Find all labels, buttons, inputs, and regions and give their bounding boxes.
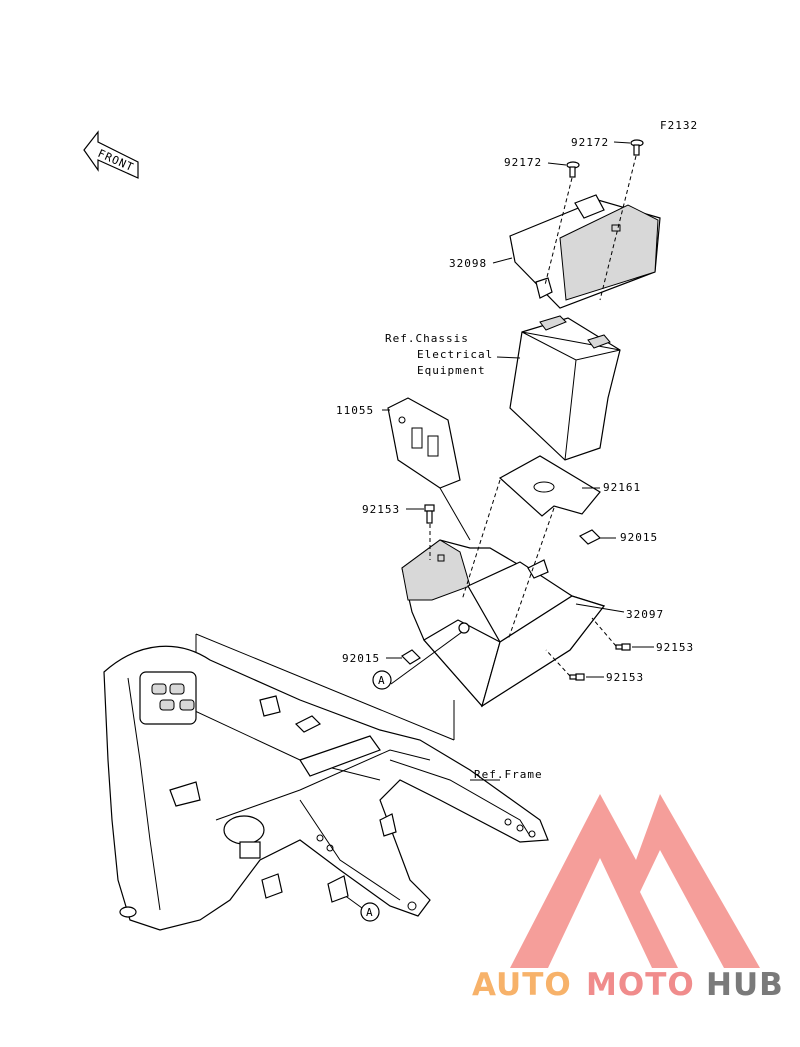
dash-92153c xyxy=(545,649,571,677)
label-32097: 32097 xyxy=(626,608,664,621)
bolt-92153-top xyxy=(424,504,435,524)
leader-92172a xyxy=(613,141,631,144)
logo-triangle-icon xyxy=(510,794,760,968)
label-92015b: 92015 xyxy=(342,652,380,665)
label-ref-chassis-1: Ref.Chassis xyxy=(385,332,469,345)
label-32098: 32098 xyxy=(449,257,487,270)
label-ref-chassis-2: Electrical xyxy=(417,348,493,361)
dash-92172b xyxy=(544,177,573,286)
label-92153a: 92153 xyxy=(362,503,400,516)
dash-battery-case-2 xyxy=(507,507,555,641)
label-92015a: 92015 xyxy=(620,531,658,544)
label-ref-frame: Ref.Frame xyxy=(474,768,543,781)
rubber-pad-92161 xyxy=(498,455,601,517)
figure-code: F2132 xyxy=(660,119,698,132)
leader-32098 xyxy=(492,257,513,264)
ref-a-callout-upper: A xyxy=(372,631,463,690)
dash-92153b xyxy=(591,617,617,647)
battery xyxy=(509,315,621,461)
logo-part-auto: AUTO xyxy=(472,967,572,1003)
label-11055: 11055 xyxy=(336,404,374,417)
label-92153b: 92153 xyxy=(656,641,694,654)
leader-ref-chassis xyxy=(496,356,521,359)
leader-32097 xyxy=(575,603,625,613)
logo-part-moto: MOTO xyxy=(586,967,695,1003)
label-92161: 92161 xyxy=(603,481,641,494)
motorcycle-frame xyxy=(103,645,549,931)
leader-frame-a xyxy=(195,633,455,741)
automotohub-logo: AUTO MOTO HUB xyxy=(472,794,784,1003)
battery-cover-32098 xyxy=(509,194,661,309)
front-arrow-icon: FRONT xyxy=(83,130,139,179)
leader-92172b xyxy=(547,162,567,166)
ref-a-callout-lower: A xyxy=(339,891,380,922)
screw-92172-top xyxy=(630,139,644,156)
logo-part-hub: HUB xyxy=(706,967,784,1003)
screw-92172-mid xyxy=(566,161,580,178)
clip-nut-92015-left xyxy=(401,649,421,665)
bolt-92153-right-upper xyxy=(615,643,631,651)
clip-nut-92015-right xyxy=(578,529,602,545)
label-ref-a2: A xyxy=(366,906,374,919)
bracket-11055 xyxy=(387,397,461,489)
label-92172a: 92172 xyxy=(571,136,609,149)
dash-92172a xyxy=(599,155,637,301)
label-ref-a1: A xyxy=(378,674,386,687)
label-ref-chassis-3: Equipment xyxy=(417,364,486,377)
battery-case-32097 xyxy=(401,539,606,708)
dash-bracket-case xyxy=(439,487,471,541)
label-92172b: 92172 xyxy=(504,156,542,169)
label-92153c: 92153 xyxy=(606,671,644,684)
bolt-92153-right-lower xyxy=(569,673,585,681)
